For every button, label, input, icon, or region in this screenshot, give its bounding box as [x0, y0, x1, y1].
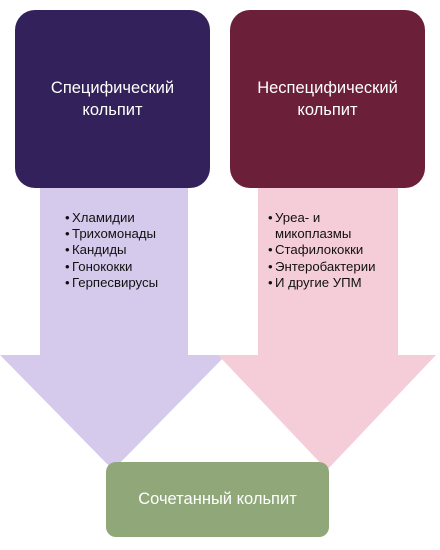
nonspecific-colpitis-title: Неспецифический кольпит: [257, 78, 398, 119]
nonspecific-colpitis-box: Неспецифический кольпит: [230, 10, 425, 188]
list-item: Трихомонады: [65, 226, 185, 242]
list-item: И другие УПМ: [268, 275, 398, 291]
specific-pathogens-list: Хламидии Трихомонады Кандиды Гонококки Г…: [65, 210, 185, 291]
list-item: Кандиды: [65, 242, 185, 258]
nonspecific-pathogens-list: Уреа- и микоплазмы Стафилококки Энтероба…: [268, 210, 398, 291]
specific-colpitis-box: Специфический кольпит: [15, 10, 210, 188]
list-item: Энтеробактерии: [268, 259, 398, 275]
list-item: Хламидии: [65, 210, 185, 226]
specific-colpitis-title: Специфический кольпит: [50, 78, 175, 119]
combined-colpitis-box: Сочетанный кольпит: [106, 462, 329, 537]
list-item: Уреа- и микоплазмы: [268, 210, 398, 242]
list-item: Гонококки: [65, 259, 185, 275]
combined-colpitis-label: Сочетанный кольпит: [138, 490, 297, 508]
list-item: Стафилококки: [268, 242, 398, 258]
list-item: Герпесвирусы: [65, 275, 185, 291]
